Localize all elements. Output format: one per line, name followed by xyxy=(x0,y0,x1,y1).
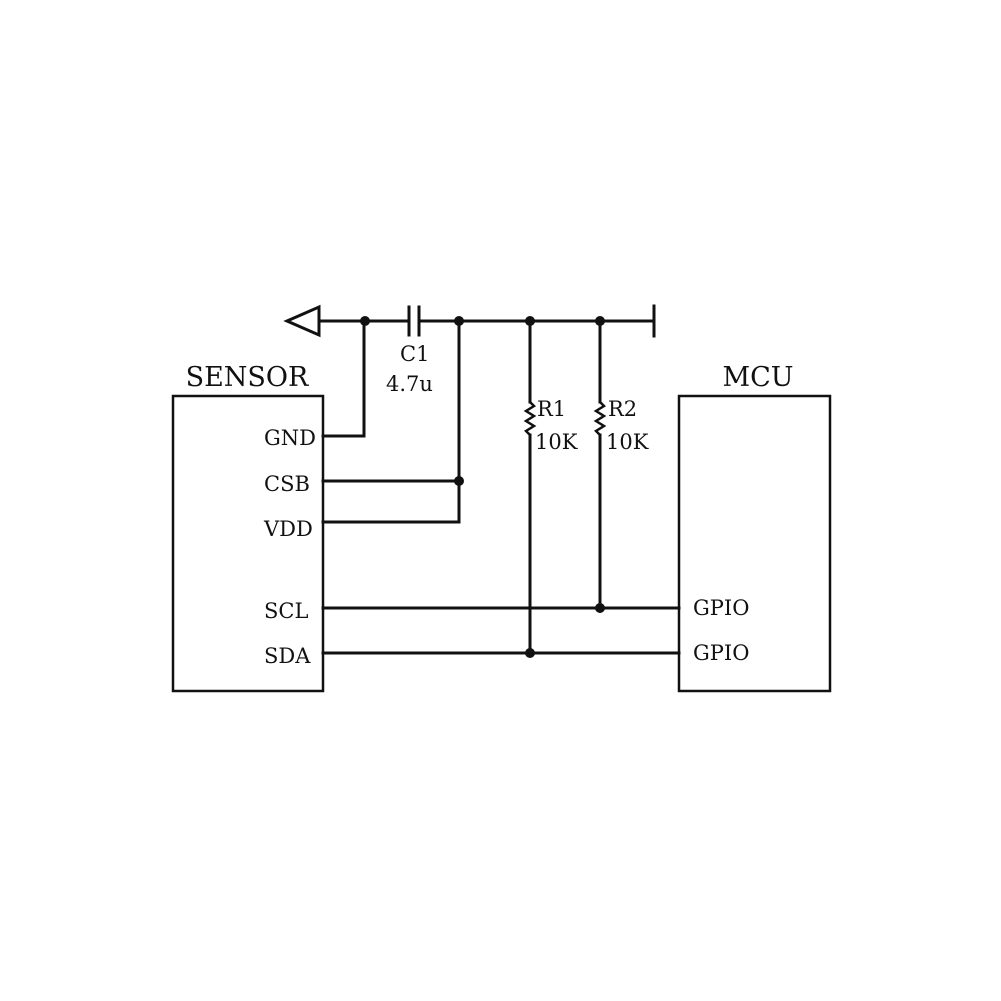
mcu-title: MCU xyxy=(722,362,793,393)
resistor1-ref: R1 xyxy=(537,397,566,421)
sensor-pin-gnd: GND xyxy=(264,426,316,450)
mcu-box xyxy=(677,394,832,693)
ground-symbol xyxy=(283,304,321,338)
sensor-pin-sda: SDA xyxy=(264,644,311,668)
capacitor-value: 4.7u xyxy=(386,372,433,396)
sensor-pin-csb: CSB xyxy=(264,472,310,496)
mcu-pin-gpio-sda: GPIO xyxy=(693,641,749,665)
sensor-box xyxy=(171,394,325,693)
sensor-title: SENSOR xyxy=(186,362,309,393)
junction-dot-csb xyxy=(454,476,464,486)
sensor-pin-scl: SCL xyxy=(264,599,308,623)
junction-dot-sda xyxy=(525,648,535,658)
capacitor-ref: C1 xyxy=(400,342,429,366)
resistor1-value: 10K xyxy=(535,430,578,454)
resistor2-value: 10K xyxy=(606,430,649,454)
mcu-pin-gpio-scl: GPIO xyxy=(693,596,749,620)
r2-resistor-symbol xyxy=(593,400,607,437)
gnd-wire xyxy=(321,319,366,438)
sensor-pin-vdd: VDD xyxy=(263,517,313,541)
junction-dot-scl xyxy=(595,603,605,613)
r1-resistor-symbol xyxy=(523,400,537,437)
resistor2-ref: R2 xyxy=(608,397,637,421)
